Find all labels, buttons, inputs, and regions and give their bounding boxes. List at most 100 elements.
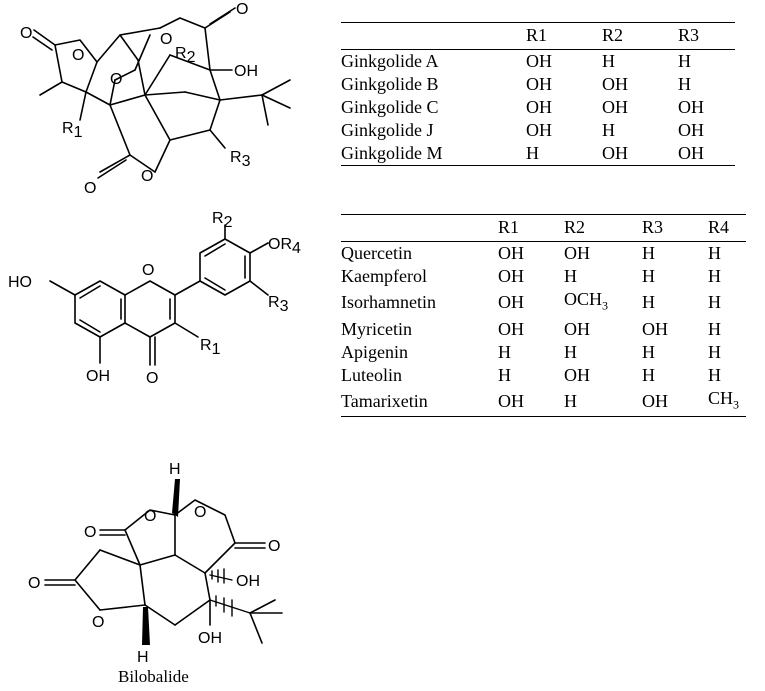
ginkgolide-r3: R3	[230, 149, 251, 170]
table-cell: H	[642, 341, 655, 362]
flavonoid-o-keto: O	[146, 370, 158, 387]
table-header-cell	[341, 214, 498, 242]
flavonoid-oh: OH	[86, 368, 110, 385]
ginkgolide-r1: R1	[62, 120, 83, 141]
table-cell: Isorhamnetin	[341, 292, 436, 313]
bilobalide-oh-right: OH	[236, 573, 260, 590]
table-row: Quercetin OH OH H H	[341, 242, 746, 266]
table-cell: OH	[526, 120, 552, 140]
table-header-cell: R2	[602, 22, 678, 50]
table-cell: OH	[678, 142, 735, 166]
table-cell: H	[708, 364, 721, 385]
table-cell: OH	[564, 364, 590, 385]
table-cell: OH	[678, 97, 704, 117]
table-cell: OH	[678, 120, 704, 140]
flavonoid-r3: R3	[268, 294, 289, 315]
flavonoid-r2: R2	[212, 210, 233, 231]
table-cell: H	[564, 386, 642, 418]
table-row: Luteolin H OH H H	[341, 364, 746, 387]
table-cell: OH	[498, 266, 524, 286]
table-cell: Luteolin	[341, 364, 402, 385]
table-row: Kaempferol OH H H H	[341, 265, 746, 288]
bilobalide-o-carbonyl-lower: O	[28, 575, 40, 592]
ginkgolide-r2: R2	[175, 45, 196, 66]
table-cell: H	[708, 266, 721, 286]
ginkgolide-o-ring1: O	[72, 47, 84, 64]
ginkgolide-structure: O O O O O O O OH R1 R2 R3	[0, 0, 320, 205]
table-cell: OCH3	[564, 289, 609, 313]
table-cell: H	[678, 74, 691, 94]
table-cell: OH	[602, 97, 628, 117]
table-cell: Ginkgolide M	[341, 142, 526, 166]
table-cell: OH	[642, 318, 668, 339]
table-cell: OH	[602, 74, 628, 94]
flavonoid-r1: R1	[200, 337, 221, 358]
table-cell: H	[564, 266, 577, 286]
table-cell: H	[708, 243, 721, 263]
table-cell: OH	[498, 243, 524, 263]
table-cell: OH	[498, 318, 524, 339]
table-row: Ginkgolide J OH H OH	[341, 119, 735, 142]
table-cell: Quercetin	[341, 243, 412, 263]
table-header-cell: R4	[708, 214, 746, 242]
ginkgolide-o-carbonyl: O	[84, 180, 96, 197]
table-row: Ginkgolide B OH OH H	[341, 73, 735, 96]
table-cell: Myricetin	[341, 318, 412, 339]
table-cell: OH	[526, 74, 552, 94]
table-header-cell: R2	[564, 214, 642, 242]
bilobalide-h-bottom: H	[137, 649, 149, 666]
table-cell: H	[708, 292, 721, 313]
table-row: Isorhamnetin OH OCH3 H H	[341, 288, 746, 318]
table-cell: H	[498, 341, 511, 362]
table-cell: Ginkgolide C	[341, 97, 439, 117]
table-cell: H	[602, 51, 615, 71]
table-header-cell: R3	[678, 22, 735, 50]
ginkgolide-o-bottom: O	[141, 168, 153, 185]
bilobalide-o-carbonyl-right: O	[268, 538, 280, 555]
flavonoid-table-header: R1 R2 R3 R4	[341, 214, 746, 242]
table-cell: H	[642, 364, 655, 385]
table-cell: Apigenin	[341, 341, 408, 362]
ginkgolide-o-topright: O	[236, 1, 248, 18]
table-cell: H	[708, 318, 721, 339]
table-cell: Kaempferol	[341, 266, 427, 286]
table-cell: OH	[564, 318, 590, 339]
flavonoid-ho: HO	[8, 274, 32, 291]
table-cell: H	[498, 364, 511, 385]
table-cell: H	[642, 243, 655, 263]
table-row: Myricetin OH OH OH H	[341, 318, 746, 341]
table-cell: H	[602, 120, 615, 140]
table-cell: Tamarixetin	[341, 386, 498, 418]
bilobalide-h-top: H	[169, 461, 181, 478]
table-cell: Ginkgolide J	[341, 120, 434, 140]
flavonoid-or4: OR4	[268, 236, 301, 257]
table-cell: OH	[564, 243, 590, 263]
table-cell: Ginkgolide A	[341, 51, 439, 71]
bilobalide-caption: Bilobalide	[118, 667, 189, 686]
table-cell: OH	[526, 97, 552, 117]
ginkgolide-oh: OH	[234, 63, 258, 80]
ginkgolide-o-ring2: O	[160, 31, 172, 48]
table-cell: H	[642, 292, 655, 313]
bilobalide-o-ring1: O	[144, 508, 156, 525]
table-cell: H	[708, 341, 721, 362]
flavonoid-structure: O O HO OH R1 R2 R3 OR4	[0, 210, 320, 415]
table-cell: OH	[642, 386, 708, 418]
table-cell: OH	[498, 292, 524, 313]
ginkgolide-o-left: O	[20, 25, 32, 42]
table-cell: Ginkgolide B	[341, 74, 439, 94]
table-cell: OH	[602, 142, 678, 166]
table-row: Ginkgolide C OH OH OH	[341, 96, 735, 119]
table-cell: H	[642, 266, 655, 286]
table-header-cell	[341, 22, 526, 50]
bilobalide-structure: H H O O O O O O OH OH	[0, 455, 340, 670]
table-header-cell: R3	[642, 214, 708, 242]
bilobalide-o-carbonyl-left: O	[84, 524, 96, 541]
ginkgolide-table-header: R1 R2 R3	[341, 22, 735, 50]
